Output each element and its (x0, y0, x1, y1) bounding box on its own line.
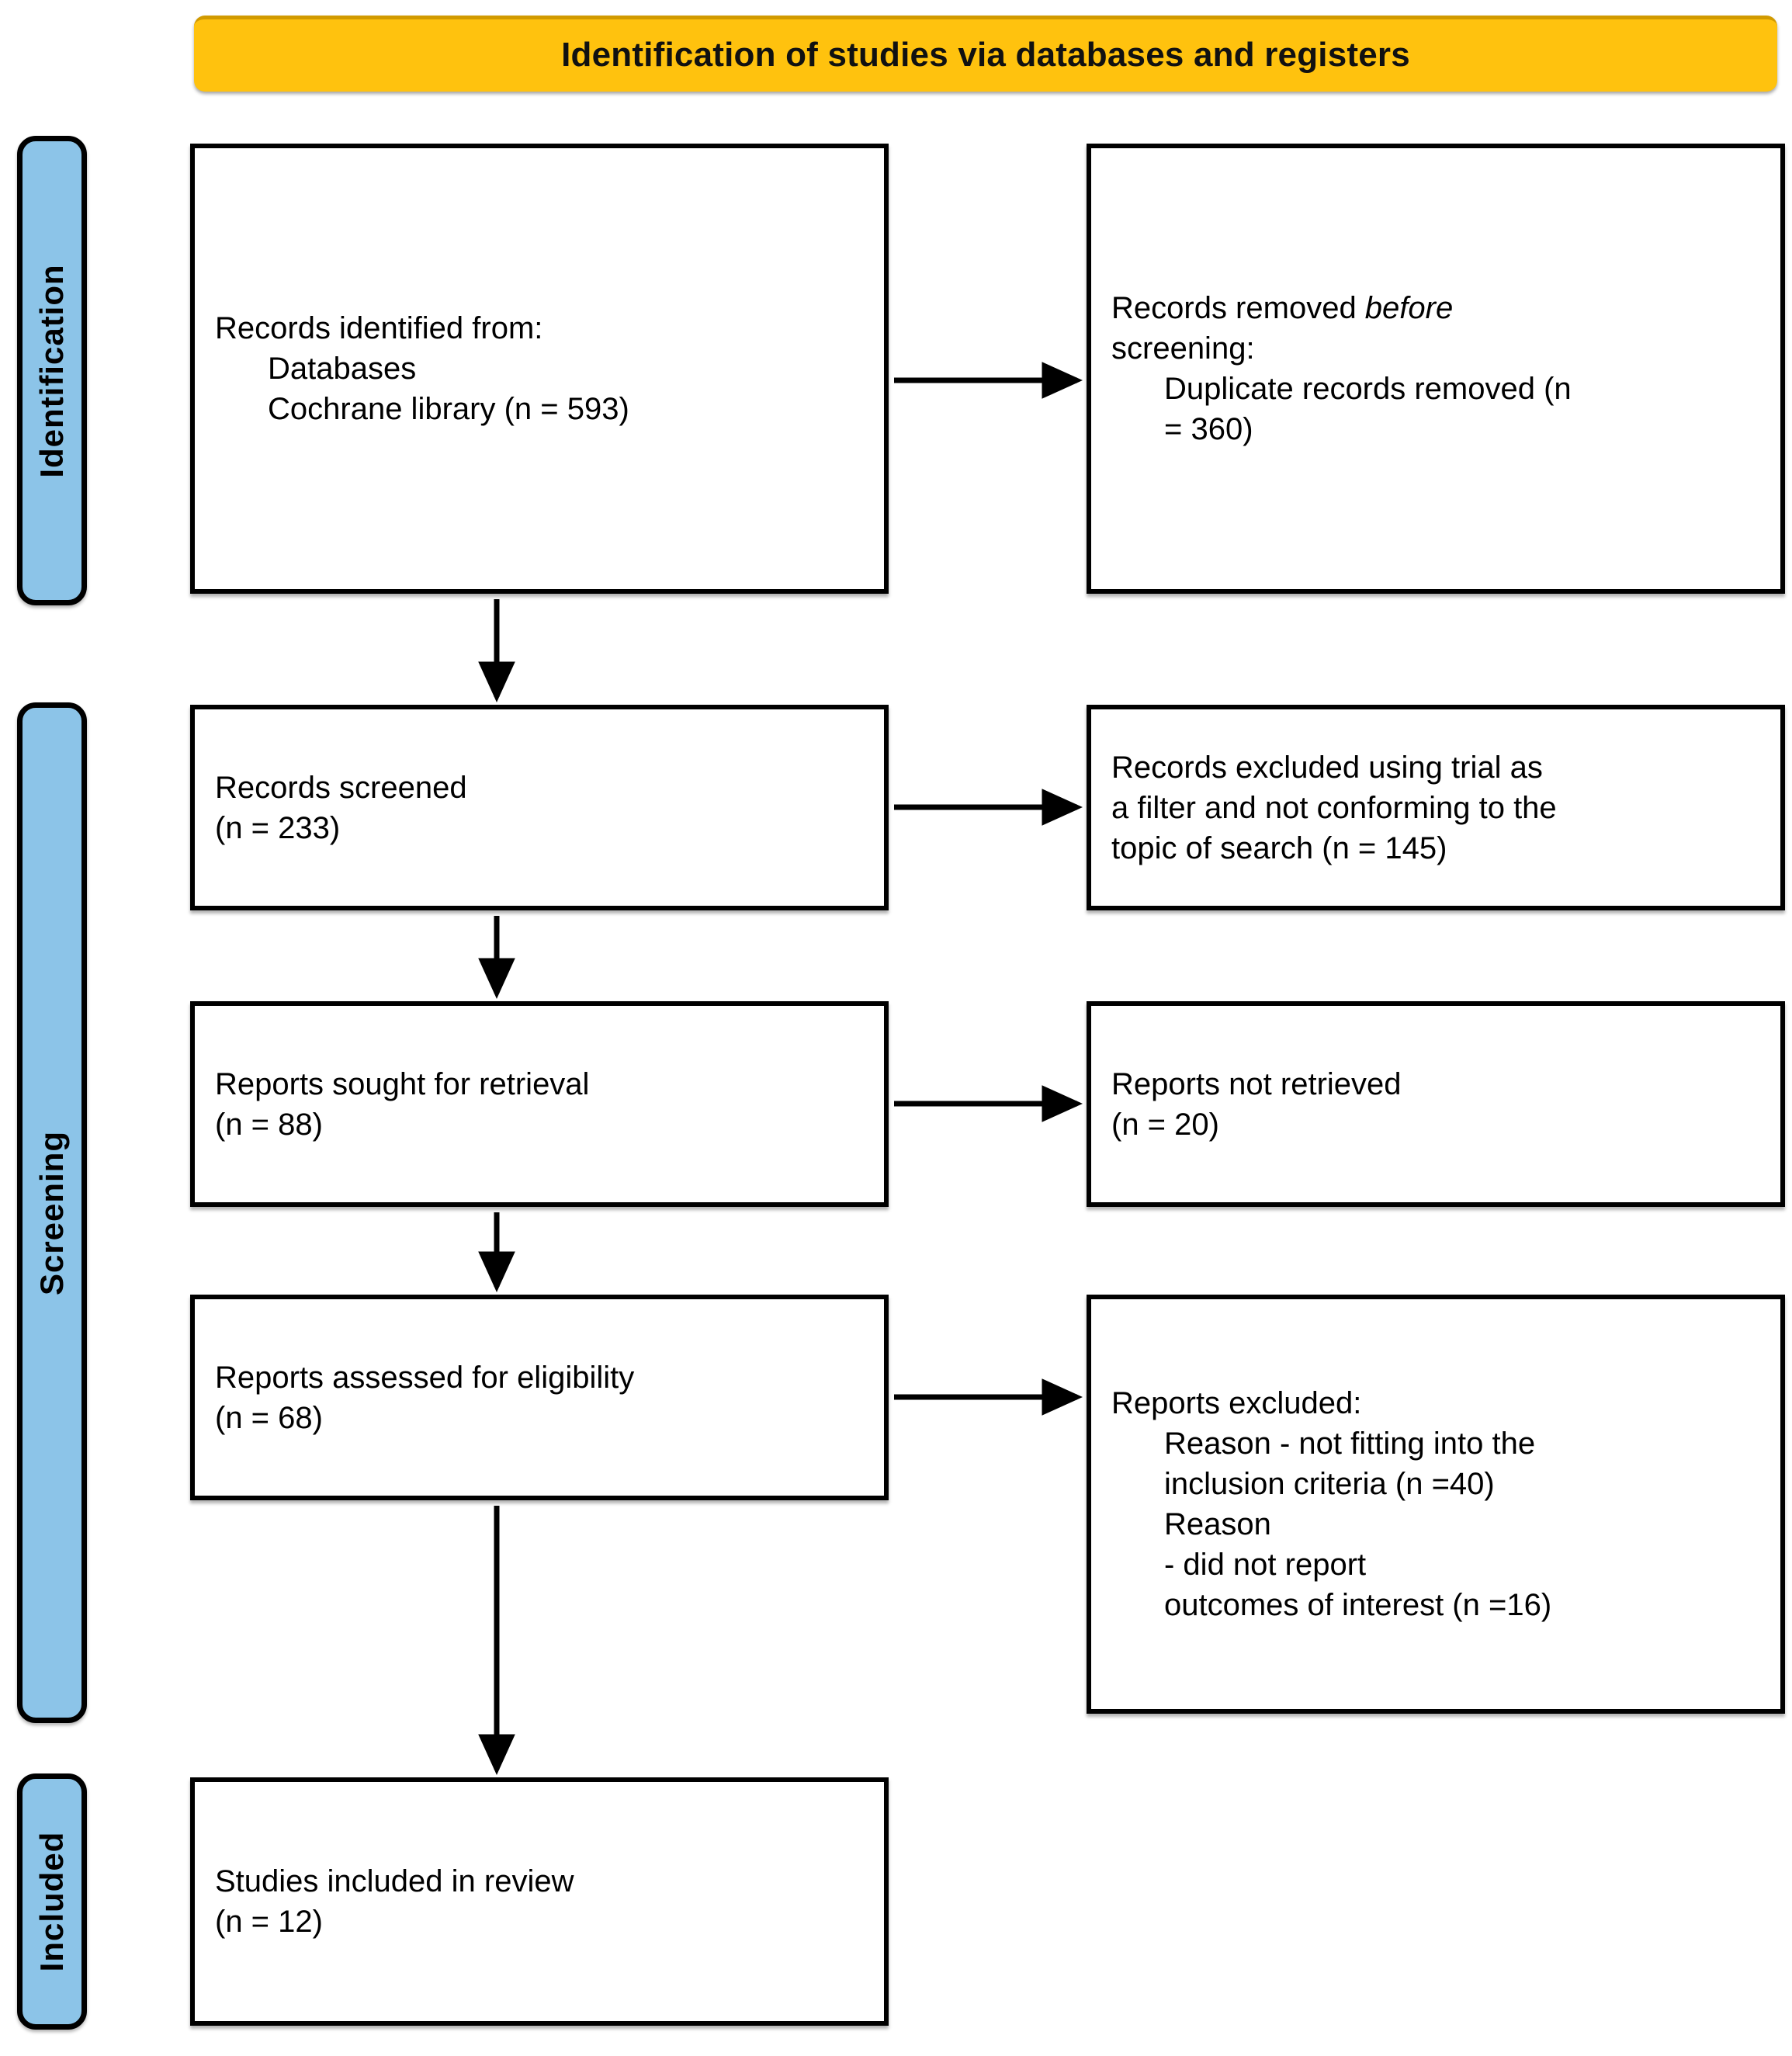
reports-excluded-line-4: Reason (1164, 1507, 1271, 1541)
reports-excluded-line-1: Reports excluded: (1111, 1386, 1362, 1420)
records-excluded-line-1: Records excluded using trial as (1111, 750, 1543, 785)
stage-sidebar-included: Included (17, 1773, 87, 2030)
stage-label-included: Included (33, 1831, 70, 1972)
box-records-screened: Records screened (n = 233) (190, 705, 889, 910)
records-excluded-line-3: topic of search (n = 145) (1111, 830, 1447, 865)
records-screened-line-2: (n = 233) (215, 810, 341, 845)
box-reports-assessed-text: Reports assessed for eligibility (n = 68… (195, 1357, 884, 1438)
box-records-screened-text: Records screened (n = 233) (195, 768, 884, 848)
records-removed-line-1-prefix: Records removed (1111, 291, 1365, 325)
box-reports-assessed: Reports assessed for eligibility (n = 68… (190, 1295, 889, 1500)
box-reports-excluded: Reports excluded: Reason - not fitting i… (1087, 1295, 1785, 1714)
box-reports-excluded-text: Reports excluded: Reason - not fitting i… (1091, 1383, 1780, 1625)
header-banner: Identification of studies via databases … (194, 16, 1777, 92)
records-identified-line-1: Records identified from: (215, 311, 543, 345)
stage-label-identification: Identification (33, 263, 70, 478)
records-screened-line-1: Records screened (215, 770, 467, 805)
reports-sought-line-2: (n = 88) (215, 1107, 323, 1142)
studies-included-line-2: (n = 12) (215, 1905, 323, 1939)
reports-excluded-line-5: - did not report (1164, 1548, 1367, 1582)
stage-sidebar-screening: Screening (17, 702, 87, 1723)
reports-not-retrieved-line-2: (n = 20) (1111, 1107, 1219, 1142)
box-records-identified-text: Records identified from: Databases Cochr… (195, 308, 884, 429)
studies-included-line-1: Studies included in review (215, 1864, 574, 1898)
reports-not-retrieved-line-1: Reports not retrieved (1111, 1066, 1402, 1101)
records-removed-emphasis: before (1364, 291, 1454, 325)
reports-sought-line-1: Reports sought for retrieval (215, 1066, 590, 1101)
box-reports-not-retrieved-text: Reports not retrieved (n = 20) (1091, 1064, 1780, 1145)
records-removed-line-1: Records removed before (1111, 288, 1760, 328)
reports-excluded-line-6: outcomes of interest (n =16) (1164, 1588, 1552, 1622)
records-identified-line-3: Cochrane library (n = 593) (268, 392, 629, 426)
box-records-excluded-text: Records excluded using trial as a filter… (1091, 747, 1780, 869)
stage-sidebar-identification: Identification (17, 136, 87, 605)
stage-label-screening: Screening (33, 1130, 70, 1295)
reports-excluded-line-2: Reason - not fitting into the (1164, 1427, 1536, 1461)
box-reports-not-retrieved: Reports not retrieved (n = 20) (1087, 1001, 1785, 1207)
reports-assessed-line-2: (n = 68) (215, 1400, 323, 1435)
box-reports-sought-text: Reports sought for retrieval (n = 88) (195, 1064, 884, 1145)
reports-assessed-line-1: Reports assessed for eligibility (215, 1360, 635, 1395)
records-removed-line-2: screening: (1111, 331, 1255, 366)
box-studies-included: Studies included in review (n = 12) (190, 1777, 889, 2026)
records-removed-line-4: = 360) (1164, 412, 1253, 446)
records-excluded-line-2: a filter and not conforming to the (1111, 790, 1557, 825)
box-records-identified: Records identified from: Databases Cochr… (190, 144, 889, 594)
box-reports-sought: Reports sought for retrieval (n = 88) (190, 1001, 889, 1207)
box-records-removed: Records removed before screening: Duplic… (1087, 144, 1785, 594)
header-title: Identification of studies via databases … (561, 36, 1410, 75)
box-records-excluded: Records excluded using trial as a filter… (1087, 705, 1785, 910)
records-removed-line-3: Duplicate records removed (n (1164, 372, 1572, 406)
box-records-removed-text: Records removed before screening: Duplic… (1091, 288, 1780, 449)
reports-excluded-line-3: inclusion criteria (n =40) (1164, 1467, 1495, 1501)
records-identified-line-2: Databases (268, 352, 417, 386)
box-studies-included-text: Studies included in review (n = 12) (195, 1861, 884, 1942)
